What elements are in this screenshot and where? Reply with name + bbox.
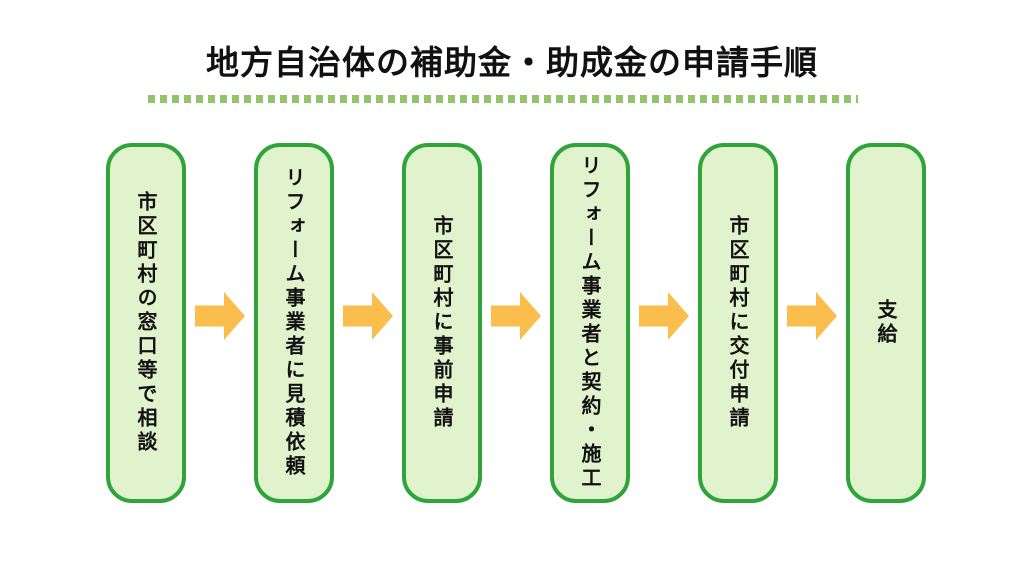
flow-step-payment: 支給 (846, 143, 926, 503)
flow-step-label: 市区町村の窓口等で相談 (134, 191, 158, 455)
flow-step-pre-application: 市区町村に事前申請 (402, 143, 482, 503)
flow-step-label: リフォーム事業者に見積依頼 (282, 167, 306, 479)
flow-step-grant-application: 市区町村に交付申請 (698, 143, 778, 503)
flow-step-label: リフォーム事業者と契約・施工 (578, 155, 602, 491)
arrow-right-icon (343, 292, 393, 340)
flow-step-label: 市区町村に事前申請 (430, 215, 454, 431)
arrow-right-icon (787, 292, 837, 340)
flow-step-label: 支給 (874, 299, 898, 347)
arrow-right-icon (195, 292, 245, 340)
arrow-right-icon (491, 292, 541, 340)
flow-step-consult: 市区町村の窓口等で相談 (106, 143, 186, 503)
arrow-right-icon (639, 292, 689, 340)
page-title: 地方自治体の補助金・助成金の申請手順 (206, 43, 818, 82)
flow-step-label: 市区町村に交付申請 (726, 215, 750, 431)
flow-step-contract-construction: リフォーム事業者と契約・施工 (550, 143, 630, 503)
flow-diagram: 市区町村の窓口等で相談 リフォーム事業者に見積依頼 市区町村に事前申請 リフォー… (106, 143, 926, 503)
flow-step-estimate: リフォーム事業者に見積依頼 (254, 143, 334, 503)
dotted-divider (148, 95, 858, 103)
